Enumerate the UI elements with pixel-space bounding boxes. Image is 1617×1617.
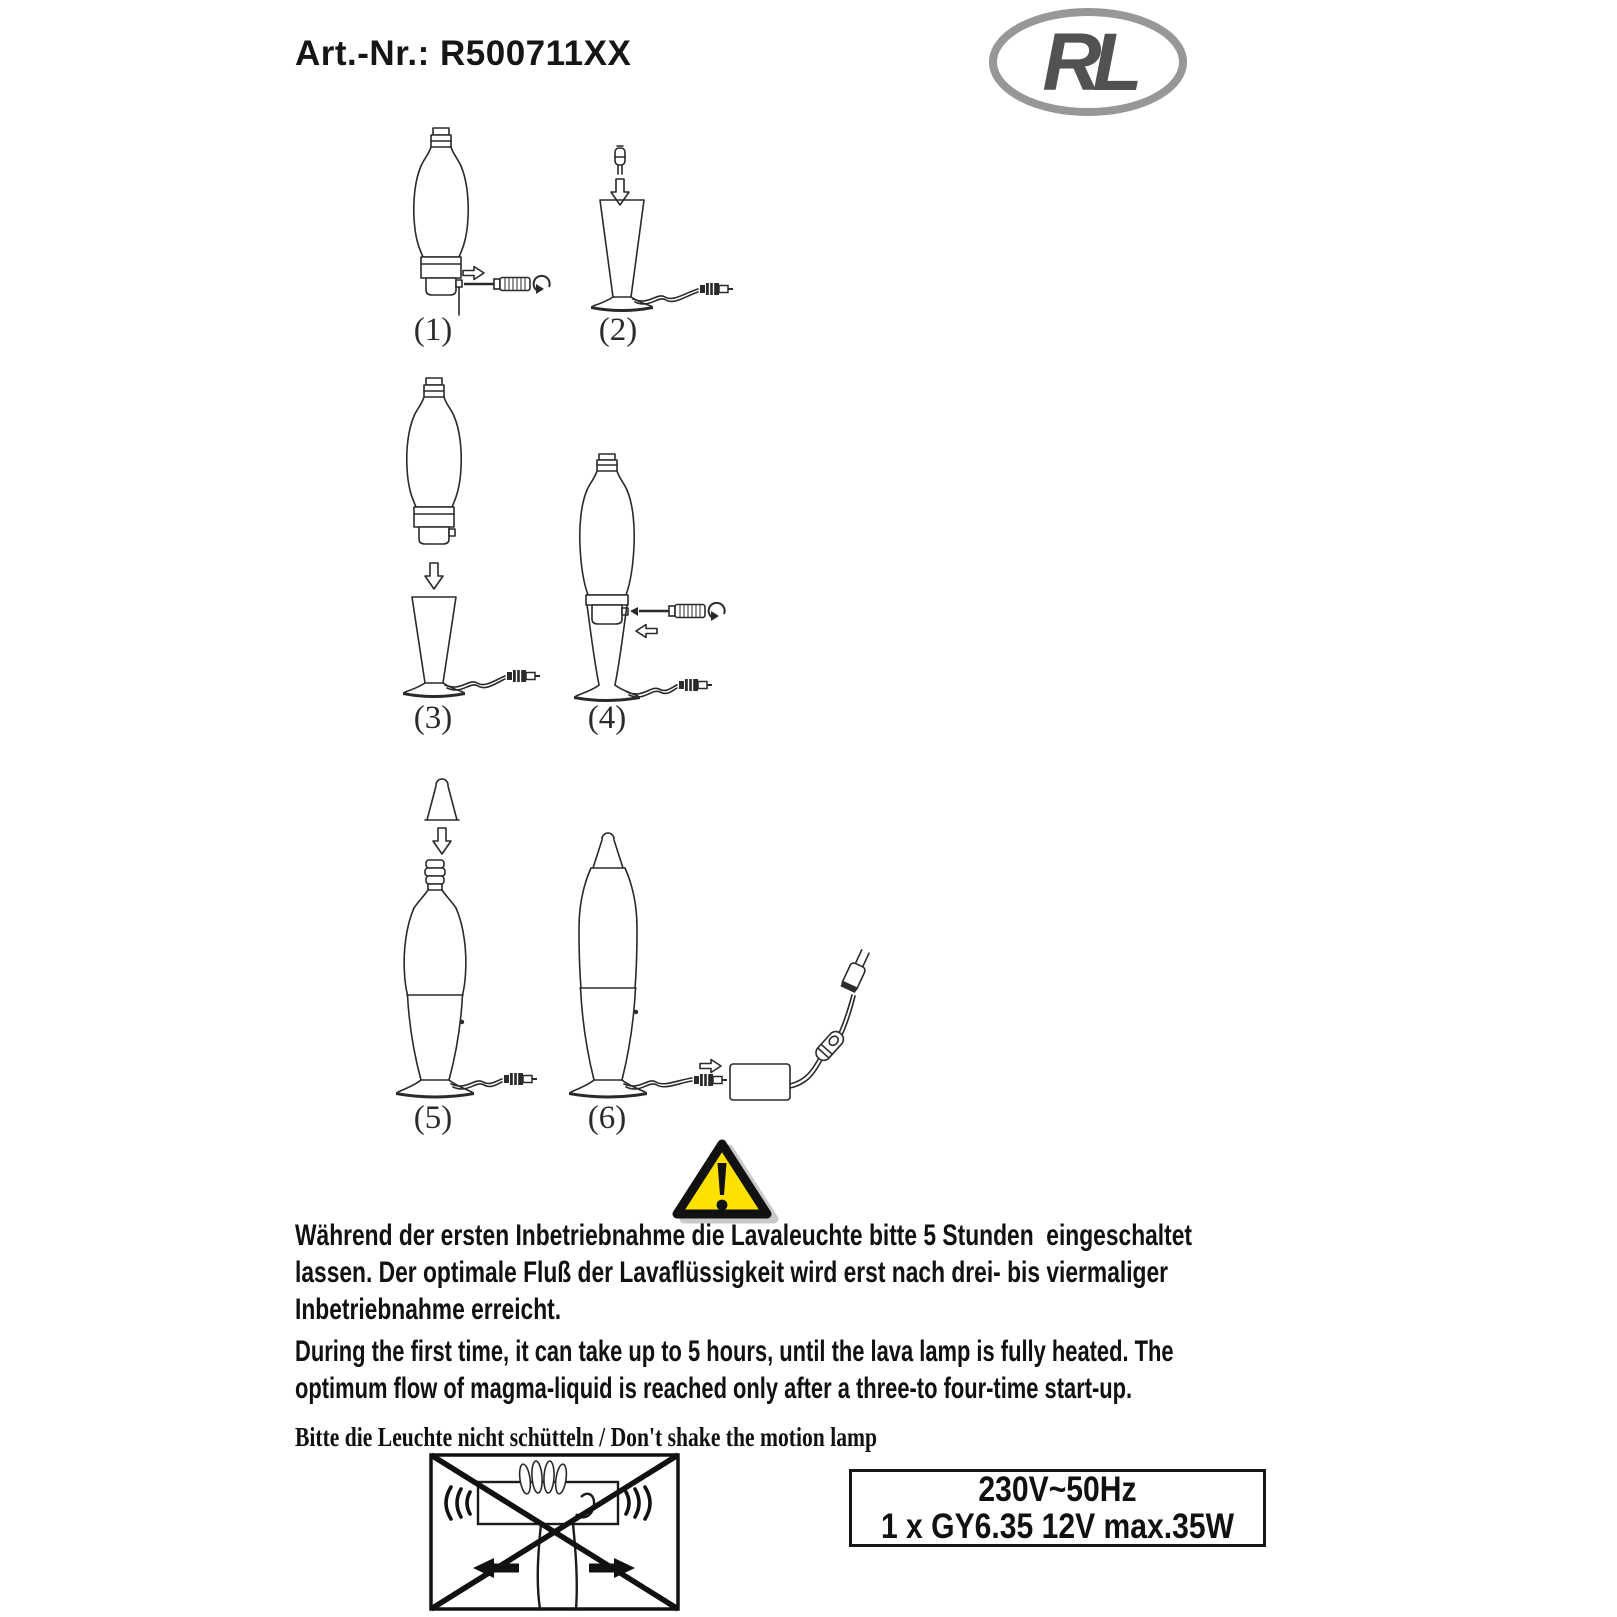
dc-connector-icon xyxy=(506,669,541,683)
diagram-step-1 xyxy=(412,127,551,316)
inline-switch xyxy=(815,1030,845,1062)
insert-arrow-icon xyxy=(610,178,630,206)
logo-letters: RL xyxy=(1042,17,1138,108)
assembled-lamp xyxy=(396,859,474,1099)
logo-ellipse xyxy=(989,8,1187,116)
step-2-label: (2) xyxy=(598,312,638,348)
no-shake-icon xyxy=(429,1452,680,1612)
assembled-lamp xyxy=(574,453,640,702)
complete-lamp xyxy=(569,832,647,1099)
turn-arrow-icon xyxy=(707,601,726,622)
step-4-label: (4) xyxy=(587,700,627,736)
notice-german: Während der ersten Inbetriebnahme die La… xyxy=(295,1219,1193,1326)
power-cable xyxy=(626,684,678,698)
warning-triangle-icon xyxy=(672,1139,779,1224)
dc-connector-icon xyxy=(699,282,734,296)
spec-bulb: 1 x GY6.35 12V max.35W xyxy=(880,1507,1235,1546)
exclamation-dot xyxy=(716,1199,728,1211)
dc-connector-icon xyxy=(503,1072,538,1086)
push-arrow-icon xyxy=(462,265,485,281)
assemble-arrow-icon xyxy=(432,827,452,855)
lava-bottle xyxy=(405,377,463,545)
hand-holding-lamp xyxy=(476,1460,620,1610)
vibration-marks xyxy=(444,1485,652,1521)
fixing-screw xyxy=(455,279,463,288)
lava-bottle xyxy=(412,127,470,316)
bulb-holder-cup xyxy=(425,277,457,296)
step-1-label: (1) xyxy=(413,312,453,348)
connect-arrow-icon xyxy=(699,1058,722,1074)
dc-connector-icon xyxy=(678,678,713,692)
lamp-base-cone xyxy=(591,199,653,312)
adapter-cable xyxy=(789,994,856,1089)
diagram-step-4 xyxy=(574,453,726,702)
step-3-label: (3) xyxy=(413,700,453,736)
top-cap xyxy=(424,778,460,821)
euro-plug xyxy=(840,949,870,993)
turn-arrow-icon xyxy=(532,274,551,295)
exclamation-bar xyxy=(717,1163,727,1195)
rl-logo: RL xyxy=(989,8,1187,116)
assemble-arrow-icon xyxy=(424,562,444,590)
power-cable xyxy=(450,1078,503,1090)
wrist xyxy=(536,1523,543,1610)
lamp-base-cone xyxy=(403,596,465,698)
fingers xyxy=(518,1460,568,1495)
screwdriver-icon xyxy=(637,603,707,619)
power-adapter-box xyxy=(729,1063,791,1101)
power-cable xyxy=(444,675,506,691)
side-screw-dot xyxy=(633,1009,639,1015)
diagram-step-2 xyxy=(591,145,734,312)
notice-english: During the first time, it can take up to… xyxy=(295,1335,1174,1405)
no-shake-caption: Bitte die Leuchte nicht schütteln / Don'… xyxy=(295,1422,878,1452)
diagram-step-3 xyxy=(403,377,541,698)
power-cable xyxy=(623,1077,693,1090)
push-arrow-icon xyxy=(630,607,638,616)
power-cable xyxy=(632,288,699,305)
step-5-label: (5) xyxy=(413,1100,453,1136)
halogen-bulb xyxy=(614,145,626,175)
spec-box: 230V~50Hz 1 x GY6.35 12V max.35W xyxy=(849,1469,1266,1547)
step-6-label: (6) xyxy=(587,1100,627,1136)
pull-arrow-icon xyxy=(635,623,658,639)
spec-voltage: 230V~50Hz xyxy=(978,1470,1137,1509)
diagram-step-6 xyxy=(569,832,870,1101)
article-number: Art.-Nr.: R500711XX xyxy=(295,34,632,73)
diagram-step-5 xyxy=(396,778,538,1099)
dc-connector-icon xyxy=(693,1073,728,1087)
